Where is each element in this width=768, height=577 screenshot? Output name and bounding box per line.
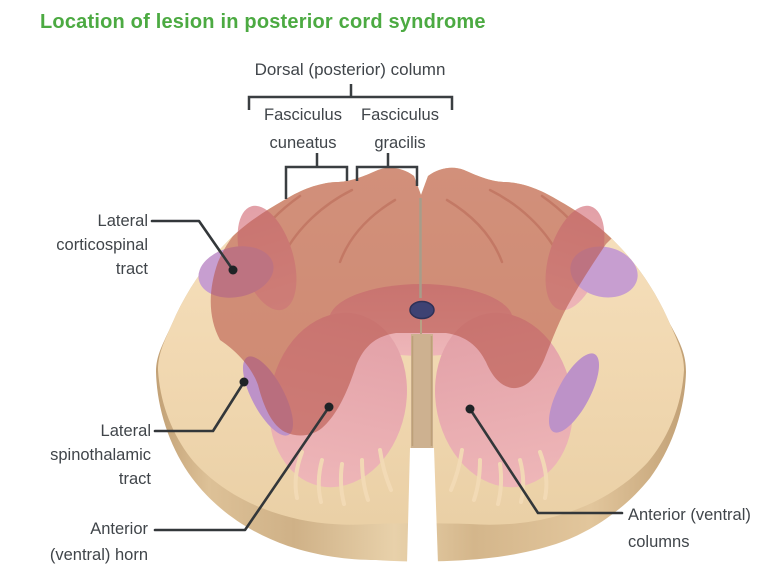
label-dorsal-posterior-column: Dorsal (posterior) column [254, 60, 446, 79]
brackets [247, 84, 454, 199]
figure-title: Location of lesion in posterior cord syn… [40, 11, 486, 33]
label-line: Anterior [90, 520, 148, 538]
label-line: gracilis [374, 134, 426, 152]
leader-anterior-horn [153, 405, 331, 532]
label-lateral-corticospinal-tract: Lateral corticospinal tract [20, 209, 148, 281]
central-canal [409, 300, 435, 320]
lesion-overlay [210, 167, 660, 436]
spinothalamic-right [548, 353, 600, 433]
label-line: corticospinal [56, 236, 148, 254]
fissure-gap [407, 448, 438, 564]
anterior-median-fissure [411, 334, 433, 448]
label-line: cuneatus [269, 134, 337, 152]
bracket-dorsal-column [247, 84, 454, 110]
label-line: tract [118, 470, 151, 488]
label-lateral-spinothalamic-tract: Lateral spinothalamic tract [20, 419, 151, 491]
leader-spinothalamic [153, 380, 246, 433]
dot-anterior-horn [324, 402, 334, 412]
label-line: spinothalamic [50, 446, 151, 464]
dot-corticospinal [228, 265, 238, 275]
label-line: Anterior (ventral) [628, 506, 751, 524]
label-line: Fasciculus [264, 106, 342, 124]
leader-anterior-columns [468, 407, 624, 515]
label-anterior-ventral-columns: Anterior (ventral) columns [628, 502, 768, 556]
label-fasciculus-cuneatus: Fasciculus cuneatus [233, 101, 373, 157]
dot-spinothalamic [239, 377, 249, 387]
dot-anterior-columns [465, 404, 475, 414]
label-anterior-ventral-horn: Anterior (ventral) horn [20, 516, 148, 568]
rootlet-texture [293, 448, 549, 506]
label-line: Lateral [100, 422, 151, 440]
label-line: Lateral [97, 212, 148, 230]
label-fasciculus-gracilis: Fasciculus gracilis [330, 101, 470, 157]
leader-lines [150, 219, 624, 532]
label-line: (ventral) horn [49, 546, 148, 564]
label-line: tract [115, 260, 148, 278]
leader-dots [228, 265, 475, 414]
bracket-fasciculus-cuneatus [284, 153, 349, 199]
bracket-fasciculus-gracilis [355, 153, 419, 186]
leader-corticospinal [150, 219, 235, 272]
label-line: Fasciculus [361, 106, 439, 124]
label-line: columns [628, 533, 690, 551]
